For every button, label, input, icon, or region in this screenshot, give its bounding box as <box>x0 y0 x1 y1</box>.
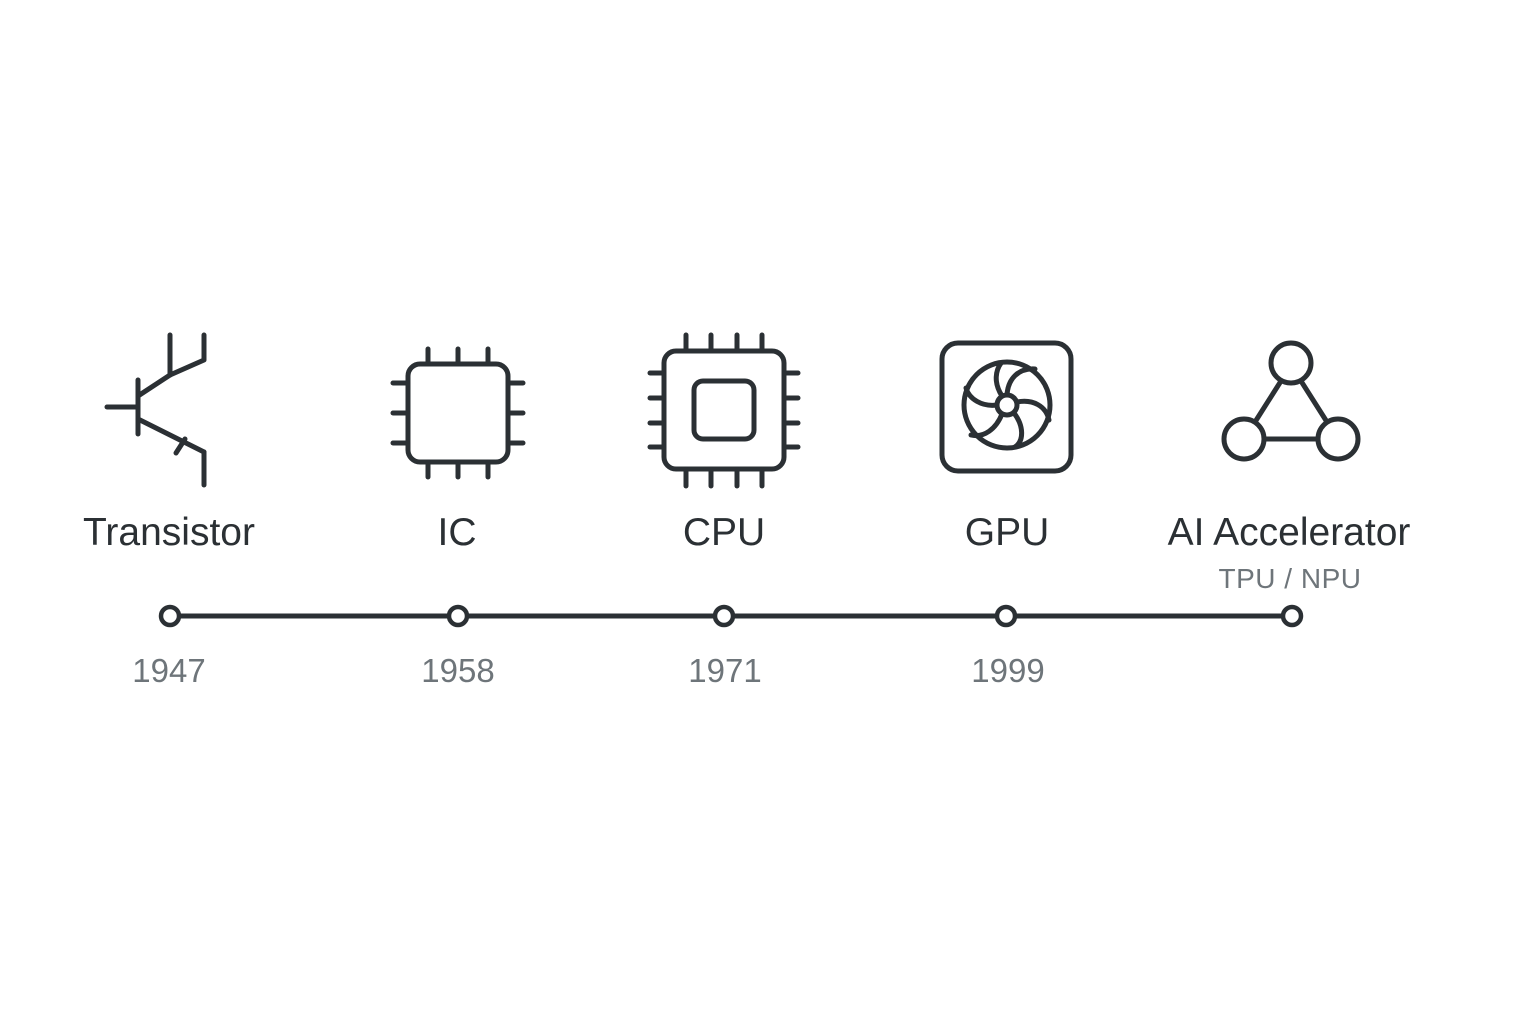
timeline-node-cpu <box>712 604 736 628</box>
timeline-node-ic <box>446 604 470 628</box>
milestone-label-gpu: GPU <box>964 511 1050 554</box>
milestone-label-transistor: Transistor <box>83 511 255 554</box>
milestone-sublabel-ai-accelerator: TPU / NPU <box>1218 563 1362 594</box>
milestone-year-ic: 1958 <box>421 652 495 689</box>
milestone-year-cpu: 1971 <box>688 652 762 689</box>
ai-network-icon <box>1219 339 1365 465</box>
milestone-label-ic: IC <box>437 511 477 554</box>
ic-chip-icon <box>389 345 527 481</box>
milestone-year-transistor: 1947 <box>132 652 206 689</box>
gpu-fan-icon <box>938 339 1076 475</box>
milestone-label-cpu: CPU <box>682 511 766 554</box>
transistor-icon <box>100 328 212 492</box>
timeline-node-ai-accelerator <box>1280 604 1304 628</box>
timeline-node-gpu <box>994 604 1018 628</box>
timeline-node-transistor <box>158 604 182 628</box>
milestone-label-ai-accelerator: AI Accelerator <box>1167 511 1411 554</box>
cpu-icon <box>646 331 802 491</box>
milestone-year-gpu: 1999 <box>971 652 1045 689</box>
